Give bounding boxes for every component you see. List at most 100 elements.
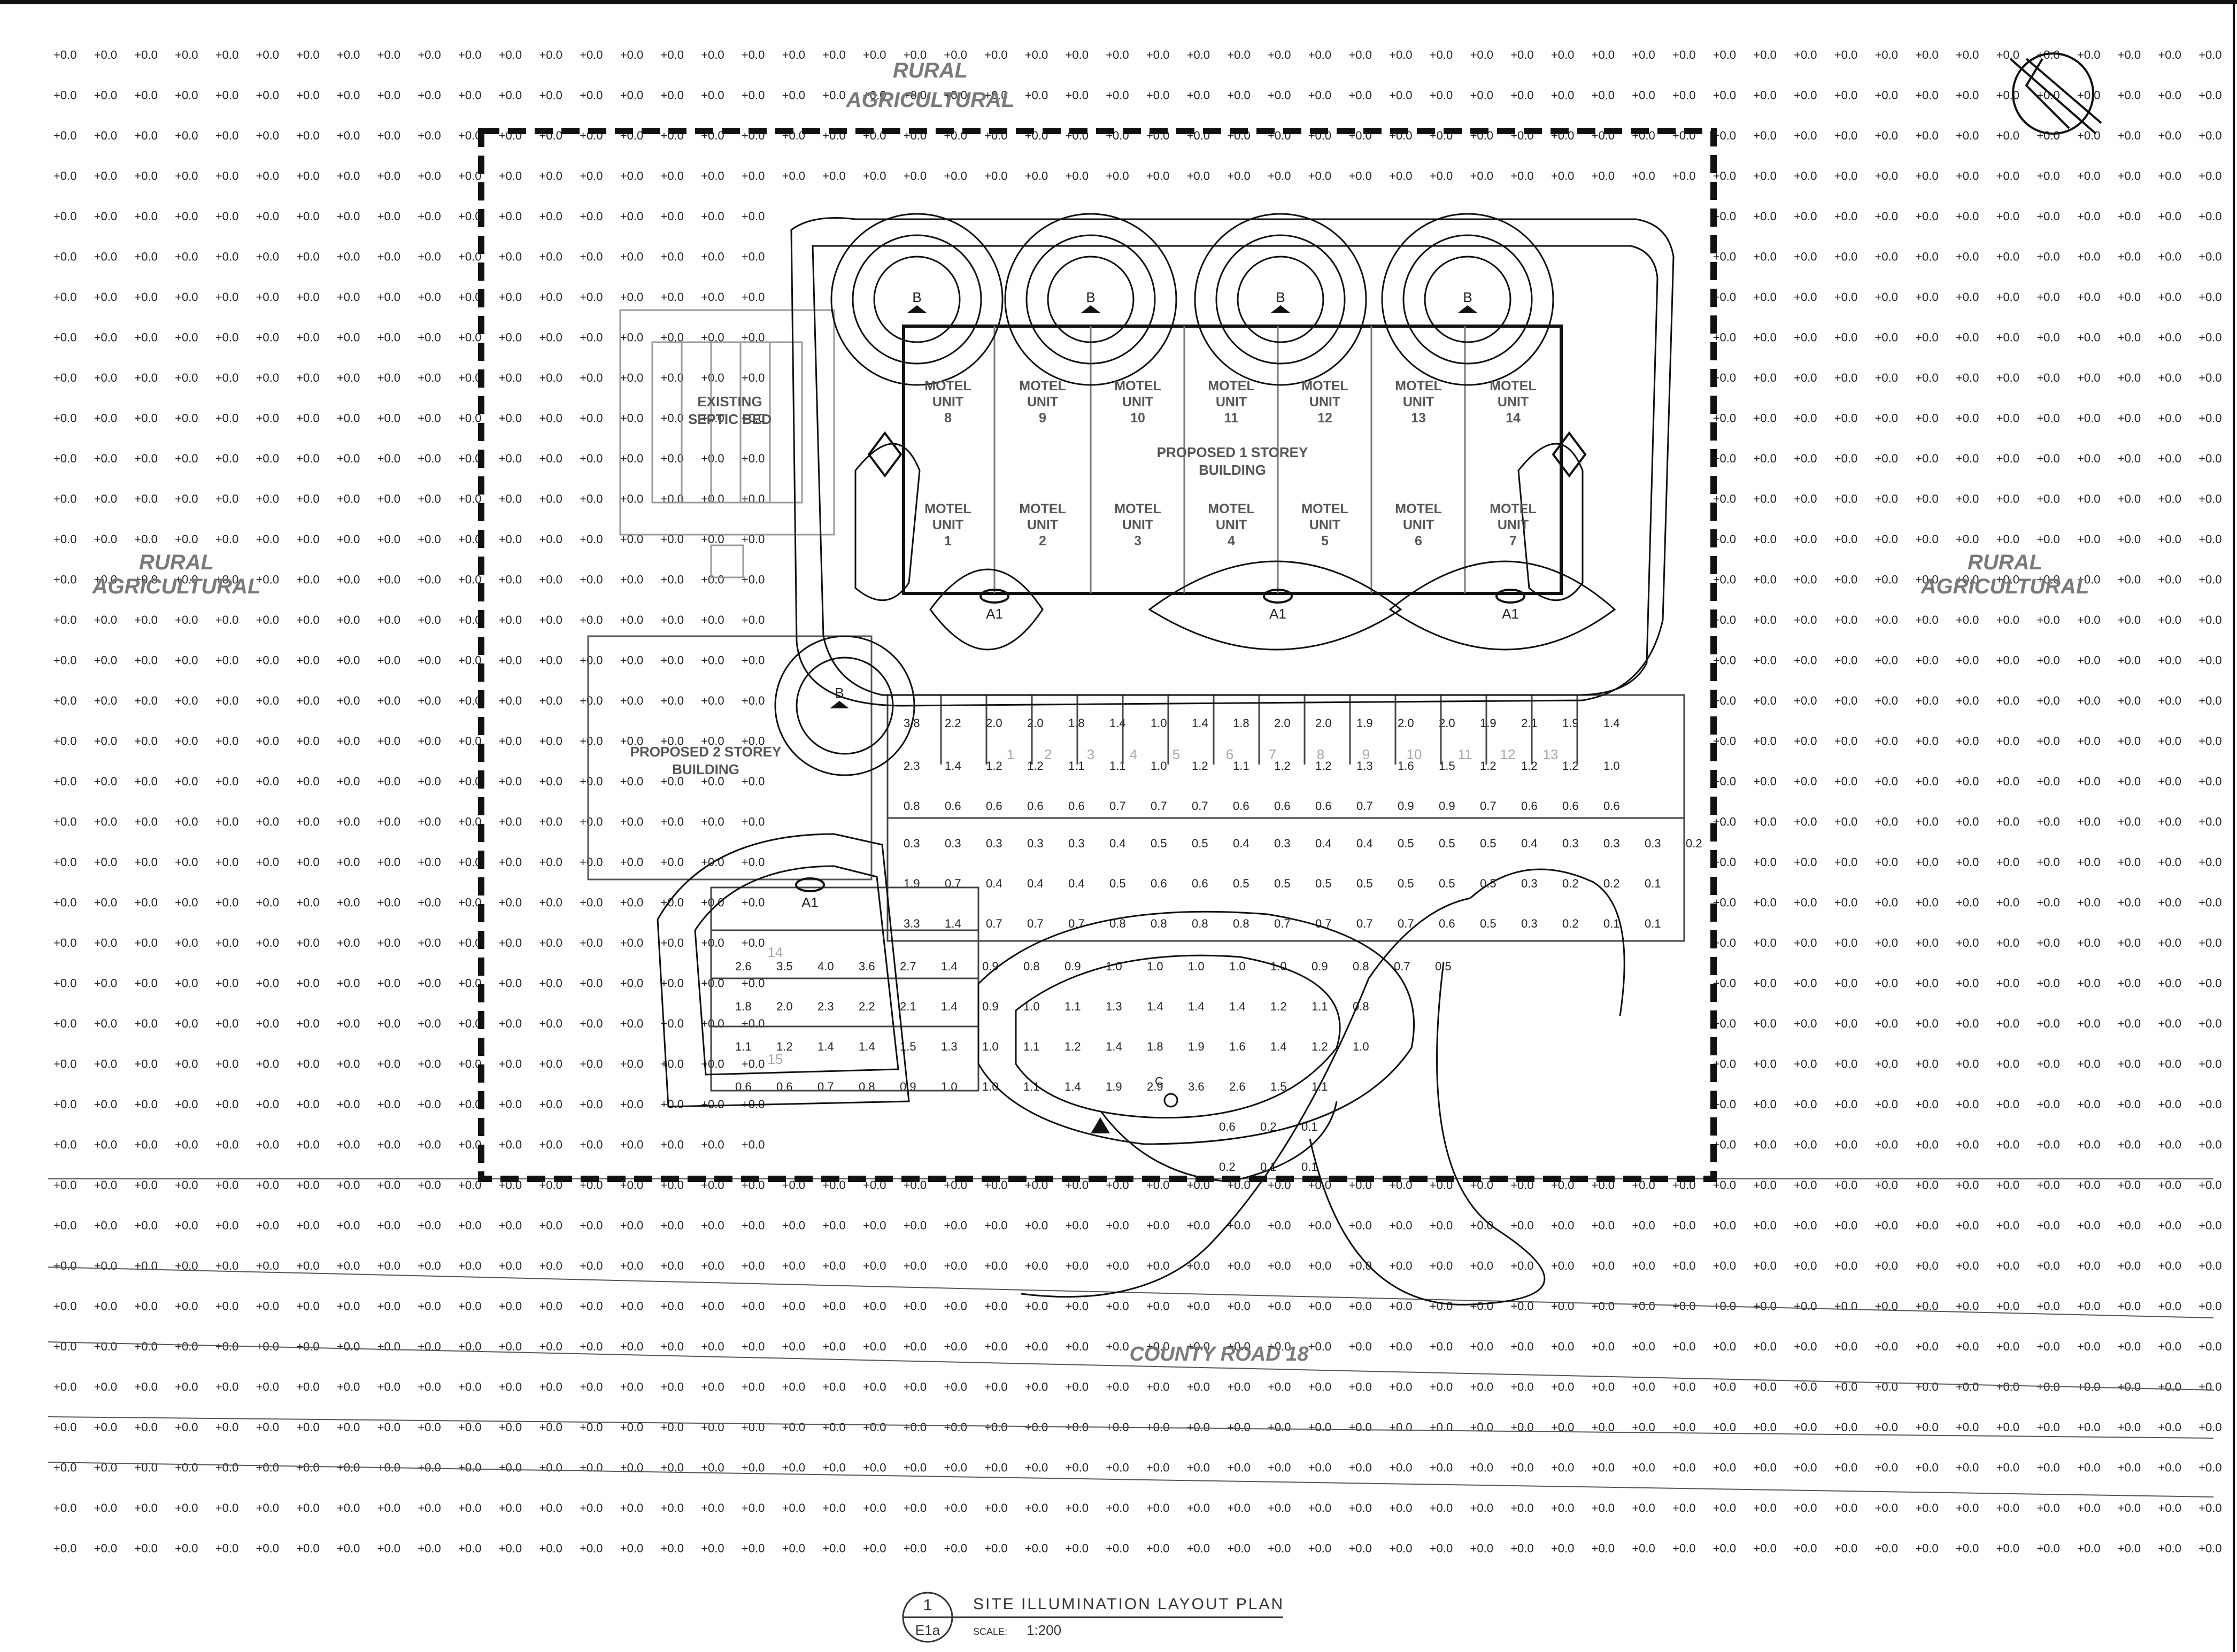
grid-reading: +0.0 <box>458 1219 481 1232</box>
grid-reading: +0.0 <box>2118 1380 2141 1394</box>
grid-reading: +0.0 <box>2199 250 2221 264</box>
lot-reading: 0.7 <box>1027 917 1044 930</box>
grid-reading: +0.0 <box>742 1501 765 1515</box>
grid-reading: +0.0 <box>1834 1461 1857 1475</box>
lot-reading: 1.2 <box>1274 759 1291 773</box>
parking-stall-number: 12 <box>1500 746 1516 762</box>
lot-reading: 0.7 <box>1356 799 1373 813</box>
grid-reading: +0.0 <box>1187 1380 1210 1394</box>
lot-reading: 1.0 <box>1353 1040 1369 1053</box>
grid-reading: +0.0 <box>1794 1057 1817 1071</box>
lot-reading: 2.2 <box>945 716 961 730</box>
lot-reading: 1.2 <box>1312 1040 1328 1053</box>
parking-stall-number: 1 <box>1007 746 1014 762</box>
grid-reading: +0.0 <box>134 654 157 667</box>
grid-reading: +0.0 <box>94 210 117 223</box>
title-number: 1 <box>923 1596 932 1614</box>
grid-reading: +0.0 <box>53 89 76 102</box>
grid-reading: +0.0 <box>2077 1138 2100 1152</box>
fixture-label-b: B <box>1276 289 1285 305</box>
grid-reading: +0.0 <box>701 613 724 627</box>
grid-reading: +0.0 <box>782 1501 805 1515</box>
lot-reading: 0.6 <box>1068 799 1085 813</box>
grid-reading: +0.0 <box>944 1300 967 1313</box>
lot-reading: 1.5 <box>1270 1080 1287 1093</box>
grid-reading: +0.0 <box>1956 1057 1979 1071</box>
grid-reading: +0.0 <box>1875 1501 1898 1515</box>
grid-reading: +0.0 <box>661 371 684 384</box>
grid-reading: +0.0 <box>904 1501 927 1515</box>
grid-reading: +0.0 <box>1996 1300 2019 1313</box>
grid-reading: +0.0 <box>1753 210 1776 223</box>
grid-reading: +0.0 <box>377 1340 400 1353</box>
grid-reading: +0.0 <box>2077 573 2100 586</box>
grid-reading: +0.0 <box>1794 1461 1817 1475</box>
grid-reading: +0.0 <box>1672 1380 1695 1394</box>
grid-reading: +0.0 <box>2118 1300 2141 1313</box>
grid-reading: +0.0 <box>944 1340 967 1353</box>
grid-reading: +0.0 <box>1672 1421 1695 1434</box>
grid-reading: +0.0 <box>2199 452 2221 465</box>
grid-reading: +0.0 <box>2037 654 2059 667</box>
grid-reading: +0.0 <box>1875 1340 1898 1353</box>
grid-reading: +0.0 <box>701 48 724 61</box>
grid-reading: +0.0 <box>2037 896 2059 909</box>
grid-reading: +0.0 <box>1915 492 1938 506</box>
grid-reading: +0.0 <box>1146 1461 1169 1475</box>
lot-reading: 2.0 <box>986 716 1002 730</box>
motel-unit-label: UNIT <box>1498 518 1529 532</box>
lot-reading: 1.1 <box>1023 1040 1040 1053</box>
grid-reading: +0.0 <box>296 1461 319 1475</box>
grid-reading: +0.0 <box>580 1380 603 1394</box>
grid-reading: +0.0 <box>904 1461 927 1475</box>
grid-reading: +0.0 <box>377 1421 400 1434</box>
grid-reading: +0.0 <box>215 331 238 344</box>
grid-reading: +0.0 <box>580 694 603 707</box>
grid-reading: +0.0 <box>2199 1259 2221 1272</box>
lot-reading: 2.0 <box>776 1000 793 1013</box>
grid-reading: +0.0 <box>1915 613 1938 627</box>
grid-reading: +0.0 <box>539 1461 562 1475</box>
grid-reading: +0.0 <box>1632 1421 1655 1434</box>
grid-reading: +0.0 <box>2199 654 2221 667</box>
grid-reading: +0.0 <box>1753 1138 1776 1152</box>
grid-reading: +0.0 <box>1875 1138 1898 1152</box>
grid-reading: +0.0 <box>742 1057 765 1071</box>
grid-reading: +0.0 <box>2158 48 2181 61</box>
grid-reading: +0.0 <box>499 1138 522 1152</box>
grid-reading: +0.0 <box>175 1501 198 1515</box>
grid-reading: +0.0 <box>1956 1380 1979 1394</box>
grid-reading: +0.0 <box>1956 48 1979 61</box>
grid-reading: +0.0 <box>742 936 765 949</box>
grid-reading: +0.0 <box>337 89 360 102</box>
motel-unit-label: MOTEL <box>1395 379 1442 393</box>
grid-reading: +0.0 <box>2118 1421 2141 1434</box>
lot-reading: 2.7 <box>900 960 916 973</box>
grid-reading: +0.0 <box>1875 331 1898 344</box>
grid-reading: +0.0 <box>742 1138 765 1152</box>
grid-reading: +0.0 <box>1430 48 1453 61</box>
grid-reading: +0.0 <box>499 1380 522 1394</box>
grid-reading: +0.0 <box>580 1098 603 1111</box>
grid-reading: +0.0 <box>1956 936 1979 949</box>
grid-reading: +0.0 <box>1510 1542 1533 1555</box>
zone-label-north: RURAL <box>893 59 968 82</box>
grid-reading: +0.0 <box>701 1259 724 1272</box>
grid-reading: +0.0 <box>2158 89 2181 102</box>
grid-reading: +0.0 <box>215 613 238 627</box>
grid-reading: +0.0 <box>1470 1501 1493 1515</box>
grid-reading: +0.0 <box>661 1259 684 1272</box>
lot-reading: 0.7 <box>1398 917 1414 930</box>
grid-reading: +0.0 <box>458 250 481 264</box>
grid-reading: +0.0 <box>418 412 441 425</box>
grid-reading: +0.0 <box>1834 654 1857 667</box>
grid-reading: +0.0 <box>539 532 562 546</box>
grid-reading: +0.0 <box>418 250 441 264</box>
grid-reading: +0.0 <box>1794 1219 1817 1232</box>
grid-reading: +0.0 <box>418 48 441 61</box>
grid-reading: +0.0 <box>1915 1138 1938 1152</box>
grid-reading: +0.0 <box>94 735 117 748</box>
motel-unit-number: 14 <box>1506 411 1521 426</box>
grid-reading: +0.0 <box>53 1300 76 1313</box>
grid-reading: +0.0 <box>1875 815 1898 829</box>
